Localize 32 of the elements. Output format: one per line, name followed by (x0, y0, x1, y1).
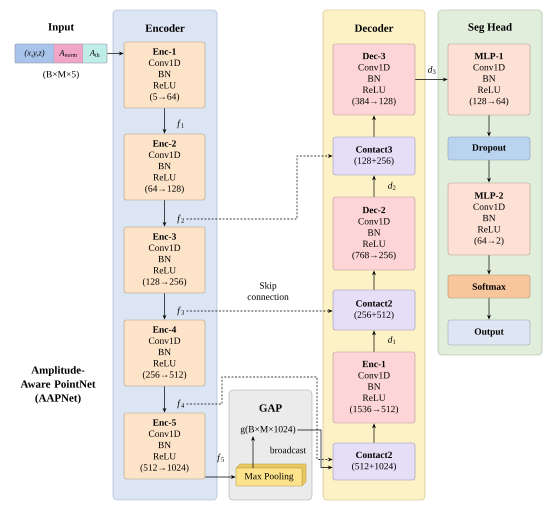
network-title: Amplitude-Aware PointNet (AAPNet) (20, 366, 96, 404)
layer-box: Softmax (448, 274, 530, 298)
layer-box: Contact2 (256+512) (332, 290, 416, 330)
layer-box: MLP-1 Conv1D BN ReLU (128→64) (448, 44, 530, 116)
feature-label: f$_{2}$ (177, 214, 184, 224)
edge-label: d$_{3}$ (428, 66, 436, 74)
feature-label: f$_{3}$ (177, 306, 184, 316)
edge-label: Skip connection (248, 282, 289, 300)
edge-label: broadcast (270, 446, 306, 454)
node-label: Input (48, 23, 74, 33)
layer-box: Enc-1 Conv1D BN ReLU (5→64) (124, 42, 206, 108)
layer-box: Enc-4 Conv1D BN ReLU (256→512) (124, 320, 206, 386)
layer-box: Enc-3 Conv1D BN ReLU (128→256) (124, 226, 206, 294)
feature-label: f$_{4}$ (177, 400, 184, 408)
tensor-label: g(B×M×1024) (240, 426, 296, 434)
layer-box: MLP-2 Conv1D BN ReLU (64→2) (448, 182, 530, 256)
layer-box: Dropout (448, 136, 530, 160)
layer-box: Dec-3 Conv1D BN ReLU (384→128) (332, 44, 416, 116)
layer-box: Output (448, 320, 530, 346)
layer-box: Contact3 (128+256) (332, 136, 416, 176)
edge-label: d$_{2}$ (388, 182, 396, 190)
edge-label: f$_{1}$ (177, 120, 184, 128)
shape-label: (B×M×5) (43, 70, 79, 80)
layer-box: Enc-5 Conv1D BN ReLU (512→1024) (124, 412, 206, 480)
pooling-box: Max Pooling (236, 464, 306, 486)
input-tensor-bar: (x,y,z) A$_{norm}$ A$_{th}$ Input (14, 23, 108, 64)
layer-box: Dec-2 Conv1D BN ReLU (768→256) (332, 196, 416, 270)
layer-box: Enc-2 Conv1D BN ReLU (64→128) (124, 134, 206, 200)
layer-box: Enc-1 Conv1D BN ReLU (1536→512) (332, 352, 416, 424)
edge-label: d$_{1}$ (388, 336, 396, 344)
edge-label: f$_{5}$ (217, 454, 224, 462)
layer-box: Contact2 (512+1024) (332, 442, 416, 480)
